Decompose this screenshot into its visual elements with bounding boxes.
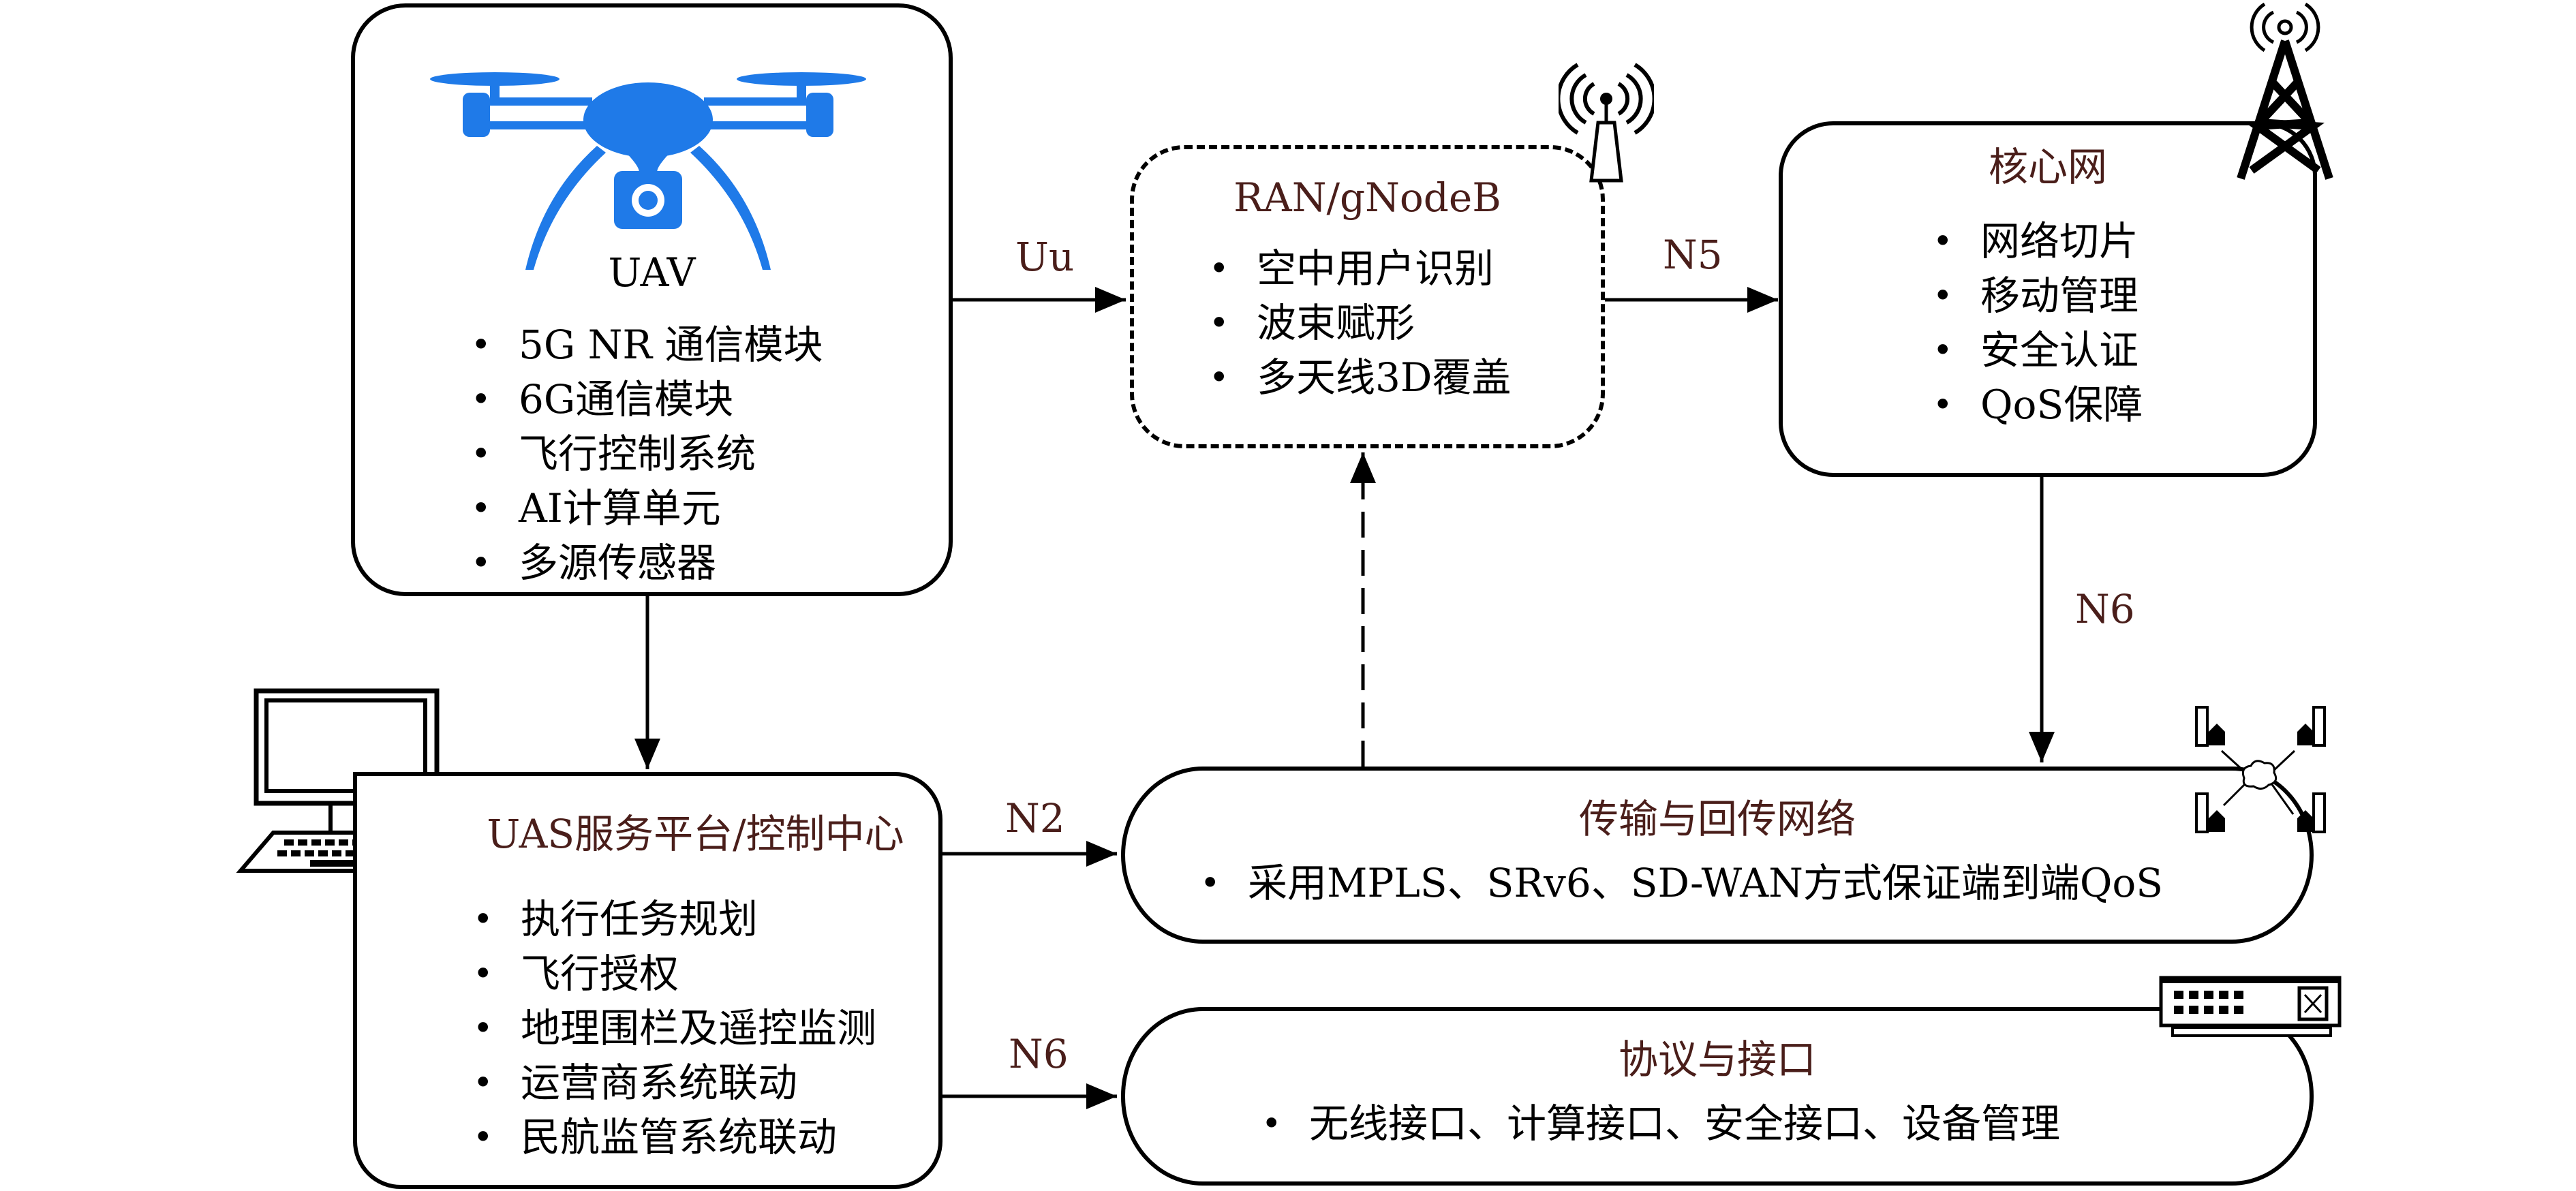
list-item: 飞行控制系统 (471, 427, 823, 481)
protocol-title: 协议与接口 (1618, 1036, 1816, 1083)
list-item: AI计算单元 (471, 481, 823, 536)
uas-title: UAS服务平台/控制中心 (487, 811, 904, 857)
core-network-node[interactable]: 核心网 网络切片 移动管理 安全认证 QoS保障 (1779, 121, 2317, 477)
cell-tower-icon (2237, 2, 2333, 180)
list-item: 民航监管系统联动 (473, 1110, 876, 1164)
edge-label-n5: N5 (1663, 232, 1723, 278)
transport-feature-list: 采用MPLS、SRv6、SD-WAN方式保证端到端QoS (1200, 856, 2163, 910)
list-item: 采用MPLS、SRv6、SD-WAN方式保证端到端QoS (1200, 856, 2163, 910)
protocol-feature-list: 无线接口、计算接口、安全接口、设备管理 (1261, 1096, 2060, 1151)
list-item: 波束赋形 (1209, 296, 1511, 350)
core-feature-list: 网络切片 移动管理 安全认证 QoS保障 (1933, 214, 2143, 432)
list-item: 网络切片 (1933, 214, 2143, 268)
transport-network-node[interactable]: 传输与回传网络 采用MPLS、SRv6、SD-WAN方式保证端到端QoS (1121, 767, 2314, 944)
list-item: 无线接口、计算接口、安全接口、设备管理 (1261, 1096, 2060, 1151)
list-item: 多天线3D覆盖 (1209, 350, 1511, 405)
list-item: 运营商系统联动 (473, 1055, 876, 1110)
edge-label-n6-uas: N6 (1009, 1031, 1069, 1077)
computer-icon-backdrop (254, 688, 446, 871)
list-item: 空中用户识别 (1209, 241, 1511, 296)
uav-feature-list: 5G NR 通信模块 6G通信模块 飞行控制系统 AI计算单元 多源传感器 (471, 318, 823, 590)
list-item: 移动管理 (1933, 268, 2143, 323)
edge-label-uu: Uu (1015, 234, 1075, 280)
antenna-icon (1559, 63, 1654, 183)
uav-node[interactable]: UAV 5G NR 通信模块 6G通信模块 飞行控制系统 AI计算单元 多源传感… (351, 3, 953, 596)
list-item: QoS保障 (1933, 377, 2143, 432)
city-network-icon (2195, 706, 2326, 833)
list-item: 飞行授权 (473, 946, 876, 1001)
edge-label-n2: N2 (1005, 795, 1065, 841)
transport-title: 传输与回传网络 (1578, 796, 1856, 842)
list-item: 5G NR 通信模块 (471, 318, 823, 372)
ran-title: RAN/gNodeB (1233, 174, 1501, 221)
list-item: 地理围栏及遥控监测 (473, 1001, 876, 1055)
protocol-interface-node[interactable]: 协议与接口 无线接口、计算接口、安全接口、设备管理 (1121, 1007, 2314, 1186)
network-switch-icon (2159, 976, 2342, 1037)
ran-feature-list: 空中用户识别 波束赋形 多天线3D覆盖 (1209, 241, 1511, 405)
drone-icon (430, 72, 866, 270)
ran-gnodeb-node[interactable]: RAN/gNodeB 空中用户识别 波束赋形 多天线3D覆盖 (1130, 145, 1605, 448)
list-item: 安全认证 (1933, 323, 2143, 377)
uas-feature-list: 执行任务规划 飞行授权 地理围栏及遥控监测 运营商系统联动 民航监管系统联动 (473, 892, 876, 1164)
list-item: 多源传感器 (471, 536, 823, 590)
uas-platform-node[interactable]: UAS服务平台/控制中心 执行任务规划 飞行授权 地理围栏及遥控监测 运营商系统… (353, 772, 942, 1189)
list-item: 6G通信模块 (471, 372, 823, 427)
core-title: 核心网 (1988, 144, 2107, 190)
uav-title: UAV (608, 249, 696, 296)
edge-label-n6-core: N6 (2075, 586, 2135, 632)
list-item: 执行任务规划 (473, 892, 876, 946)
